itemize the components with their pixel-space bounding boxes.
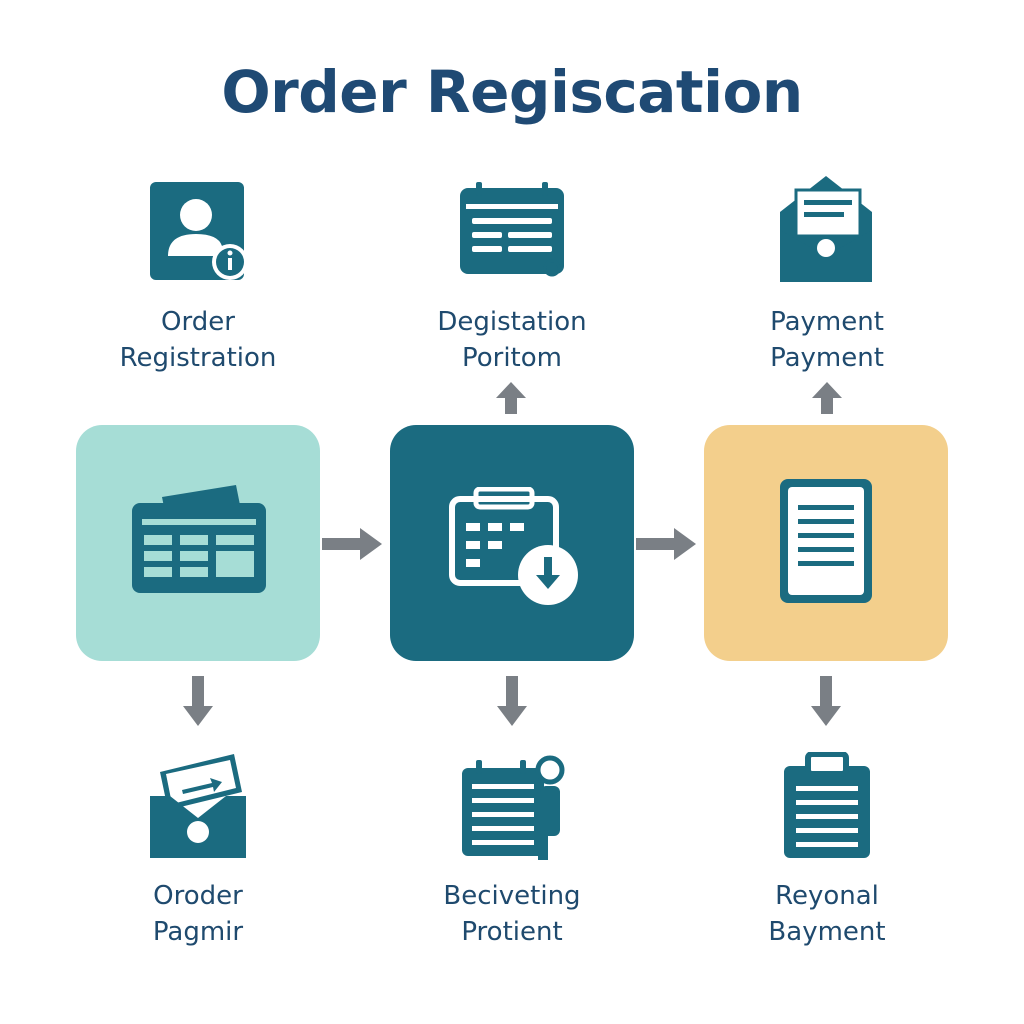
calendar-download-icon [449,487,578,605]
step-box-right [704,425,948,661]
calendar-list-icon [460,182,564,277]
envelope-arrow-icon [150,754,246,858]
document-icon [780,479,872,603]
user-info-icon [150,182,248,280]
up-arrow-3 [812,382,842,414]
up-arrow-2 [496,382,526,414]
right-arrow-1 [322,528,382,560]
down-arrow-1 [183,676,213,726]
right-arrow-2 [636,528,696,560]
diagram-title: Order Regiscation [221,58,803,126]
clipboard-icon [784,752,870,858]
down-arrow-3 [811,676,841,726]
down-arrow-2 [497,676,527,726]
envelope-letter-icon [780,176,872,282]
step-box-left [76,425,320,661]
step-box-center [390,425,634,661]
ticket-table-icon [132,485,266,593]
list-person-icon [462,755,565,860]
